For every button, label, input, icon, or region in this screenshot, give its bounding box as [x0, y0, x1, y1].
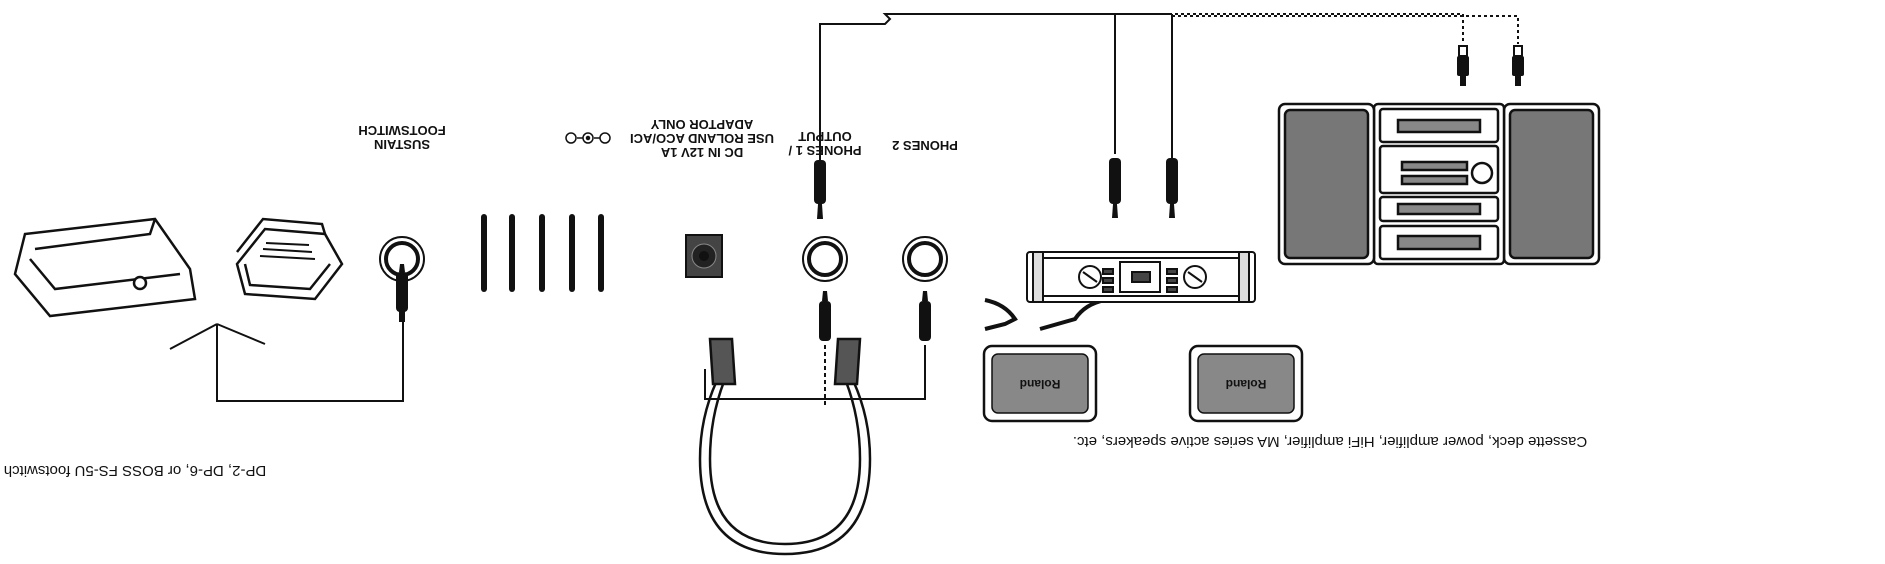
- stereo-system: [1277, 102, 1601, 266]
- phones2-label: PHONES 2: [892, 138, 958, 153]
- amp-input-plug-2: [1166, 158, 1178, 218]
- vent-slot: [509, 214, 515, 292]
- footswitch-pedal-right: [13, 217, 197, 318]
- polarity-icon: [565, 132, 611, 144]
- output-plug: [814, 160, 826, 219]
- speaker-right-logo: Roland: [1226, 377, 1267, 391]
- headphones: [698, 337, 872, 556]
- phones1-label: PHONES 1 /: [788, 143, 861, 158]
- footswitch-label: FOOTSWITCH: [358, 123, 445, 138]
- dc-in-jack[interactable]: [685, 234, 723, 278]
- plug-shapes: [396, 45, 1524, 341]
- rca-cable-2: [1172, 15, 1519, 44]
- vent-slot: [539, 214, 545, 292]
- vent-slot: [598, 214, 604, 292]
- external-devices-caption: Cassette deck, power amplifier, HiFi amp…: [1073, 433, 1587, 450]
- footswitch-caption: DP-2, DP-6, or BOSS FS-5U footswitch: [4, 462, 267, 479]
- phones1-plug: [819, 291, 831, 341]
- cables: [169, 13, 1519, 406]
- footswitch-cable: [169, 317, 404, 402]
- vent-slot: [569, 214, 575, 292]
- output-cable: [819, 13, 1115, 209]
- dc-label-line2: USE ROLAND ACO/ACI: [630, 131, 774, 146]
- footswitch-plug: [396, 264, 408, 322]
- phones2-cable: [704, 345, 926, 400]
- vent-slots: [481, 214, 604, 292]
- speaker-left: [982, 344, 1098, 423]
- phones2-jack[interactable]: [902, 236, 948, 282]
- speaker-left-logo: Roland: [1020, 377, 1061, 391]
- rca-plug-2: [1512, 45, 1524, 86]
- speaker-right: [1188, 344, 1304, 423]
- amp-input-plug-1: [1109, 158, 1121, 218]
- power-amplifier: [1026, 251, 1256, 303]
- speaker-cable-left: [1039, 298, 1106, 331]
- rca-cable-1: [1115, 13, 1464, 44]
- sustain-label: SUSTAIN: [374, 137, 430, 152]
- footswitch-pedal-left: [235, 217, 344, 301]
- output-label: OUTPUT: [798, 129, 852, 144]
- phones2-plug: [919, 291, 931, 341]
- dc-label-line1: ADAPTOR ONLY: [650, 117, 753, 132]
- speaker-cable-right: [984, 298, 1018, 331]
- dc-label-line3: DC IN 12V 1A: [660, 145, 743, 160]
- rca-plug-1: [1457, 45, 1469, 86]
- phones1-output-jack[interactable]: [802, 236, 848, 282]
- labels: FOOTSWITCH SUSTAIN ADAPTOR ONLY USE ROLA…: [4, 117, 1587, 479]
- diagram-rotated-group: [13, 13, 1601, 556]
- vent-slot: [481, 214, 487, 292]
